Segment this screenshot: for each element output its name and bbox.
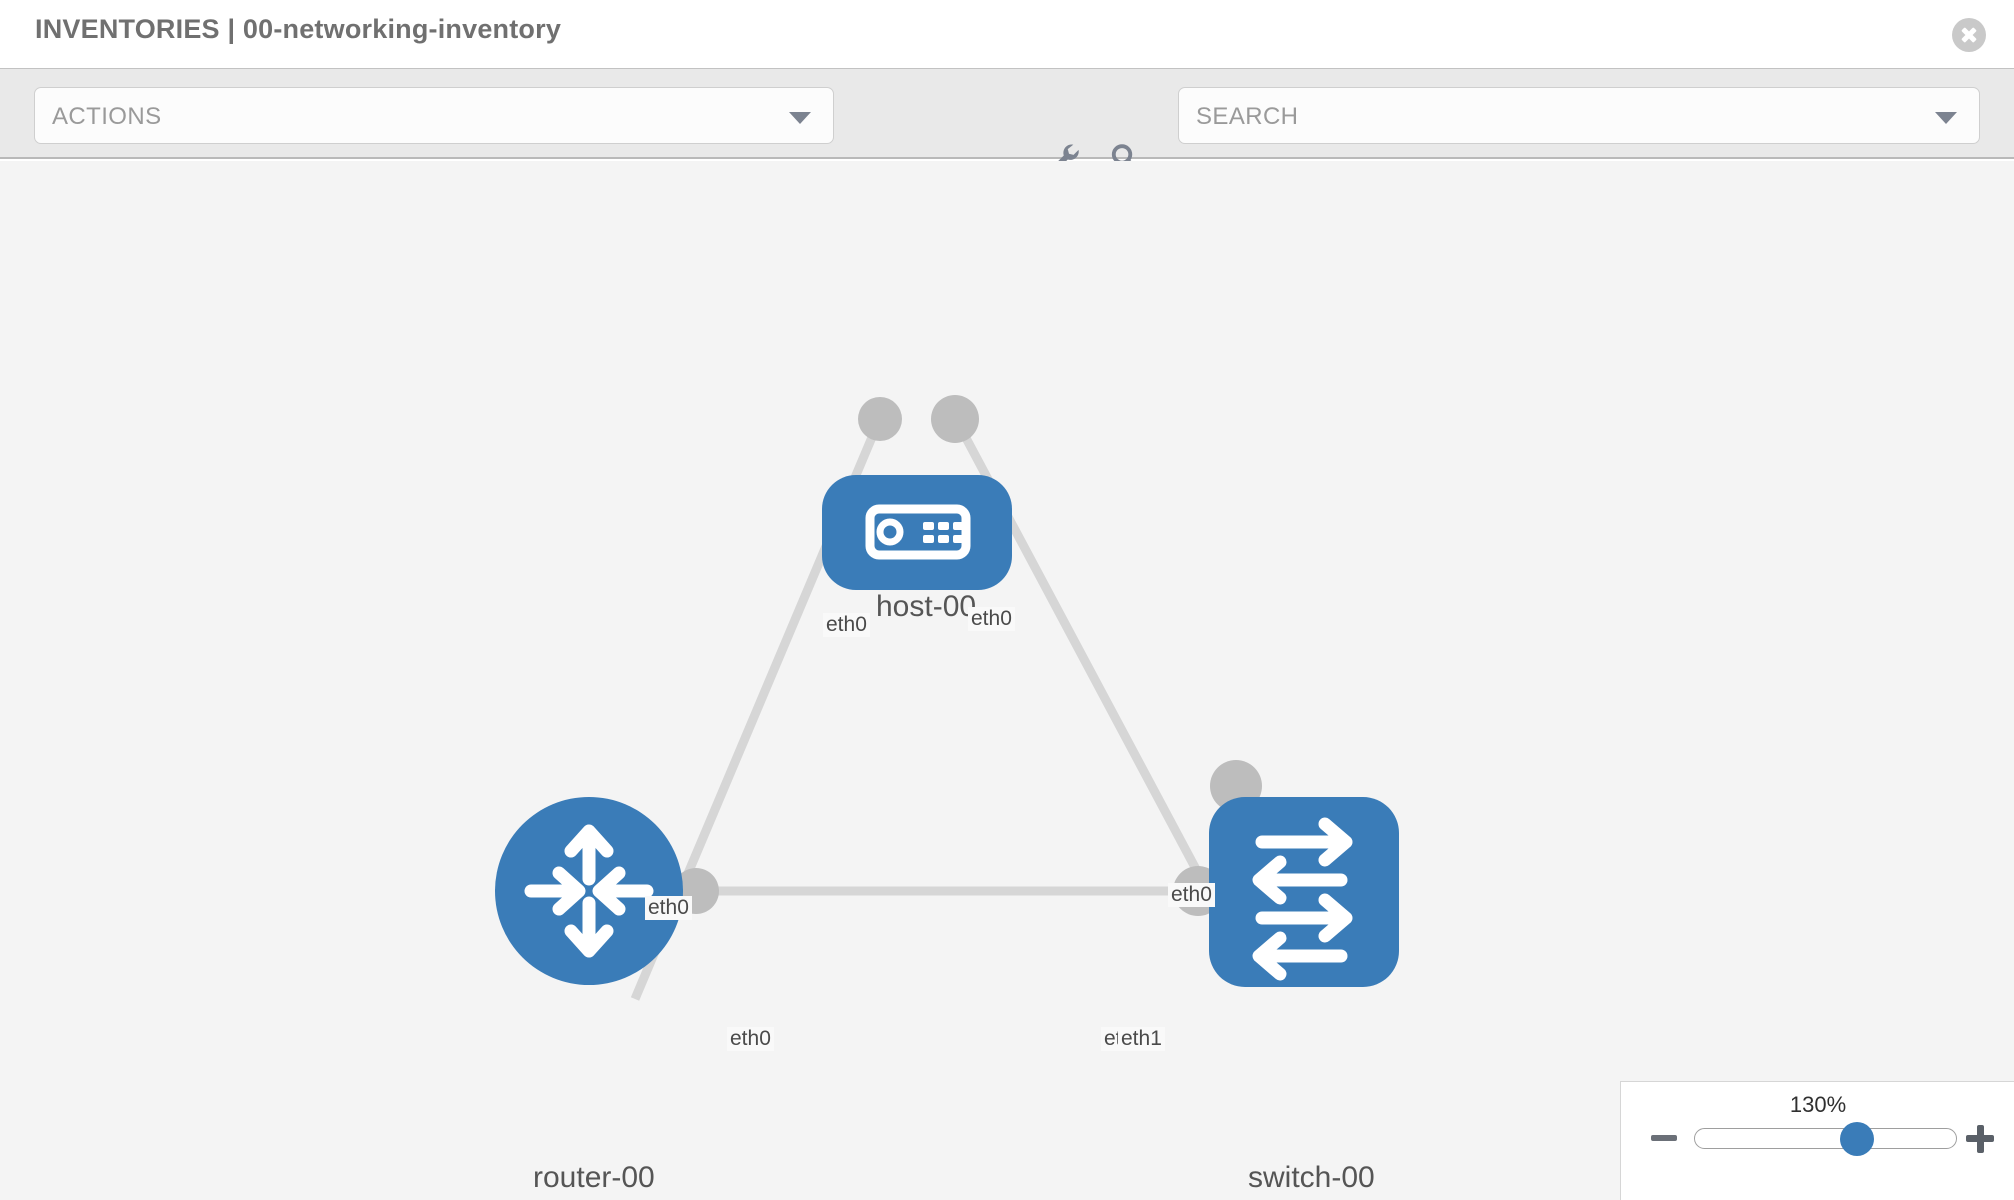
- server-appliance-icon: [865, 504, 971, 560]
- zoom-slider-handle[interactable]: [1839, 1122, 1874, 1156]
- edge-label-router-up-eth0: eth0: [645, 896, 692, 920]
- minus-icon[interactable]: [1649, 1123, 1679, 1153]
- topology-connectors: [673, 395, 1262, 916]
- search-placeholder: SEARCH: [1196, 103, 1299, 130]
- edge-label-router-right-eth0: eth0: [727, 1027, 774, 1051]
- node-switch-00: [1209, 797, 1399, 987]
- zoom-control: 130%: [1620, 1081, 2014, 1200]
- topology-canvas[interactable]: host-00 router-00 switch-00 eth0 eth0 et…: [0, 161, 2014, 1200]
- server-appliance-icon-vents: [923, 522, 964, 543]
- toolbar: ACTIONS SEARCH: [0, 68, 2014, 178]
- edge-label-host-left-eth0: eth0: [823, 613, 870, 637]
- actions-dropdown[interactable]: ACTIONS: [34, 87, 834, 144]
- edge-label-switch-left-eth1: eth1: [1118, 1027, 1165, 1051]
- search-input[interactable]: SEARCH: [1178, 87, 1980, 144]
- zoom-percent-label: 130%: [1789, 1092, 1847, 1117]
- connector-host-left: [858, 397, 902, 441]
- edge-label-host-right-eth0: eth0: [968, 607, 1015, 631]
- plus-icon[interactable]: [1964, 1123, 1994, 1153]
- node-label-switch-00: switch-00: [1245, 1161, 1378, 1195]
- four-arrow-router-icon: [524, 824, 654, 958]
- page-title: INVENTORIES | 00-networking-inventory: [35, 14, 562, 44]
- topology-graph: [495, 395, 1399, 1001]
- server-appliance-icon-led: [876, 518, 904, 546]
- chevron-down-icon: [789, 112, 811, 124]
- connector-host-right: [931, 395, 979, 443]
- close-icon[interactable]: [1952, 18, 1986, 52]
- node-router-00: [495, 797, 683, 985]
- actions-dropdown-label: ACTIONS: [52, 103, 162, 130]
- node-host-00: [822, 475, 1012, 590]
- edge-label-switch-up-eth0: eth0: [1168, 883, 1215, 907]
- node-label-router-00: router-00: [530, 1161, 658, 1195]
- title-bar: INVENTORIES | 00-networking-inventory: [0, 0, 2014, 68]
- node-label-host-00: host-00: [873, 590, 980, 624]
- chevron-down-icon[interactable]: [1935, 112, 1957, 124]
- bidirectional-arrows-switch-icon: [1252, 817, 1353, 981]
- zoom-slider[interactable]: [1694, 1122, 1957, 1156]
